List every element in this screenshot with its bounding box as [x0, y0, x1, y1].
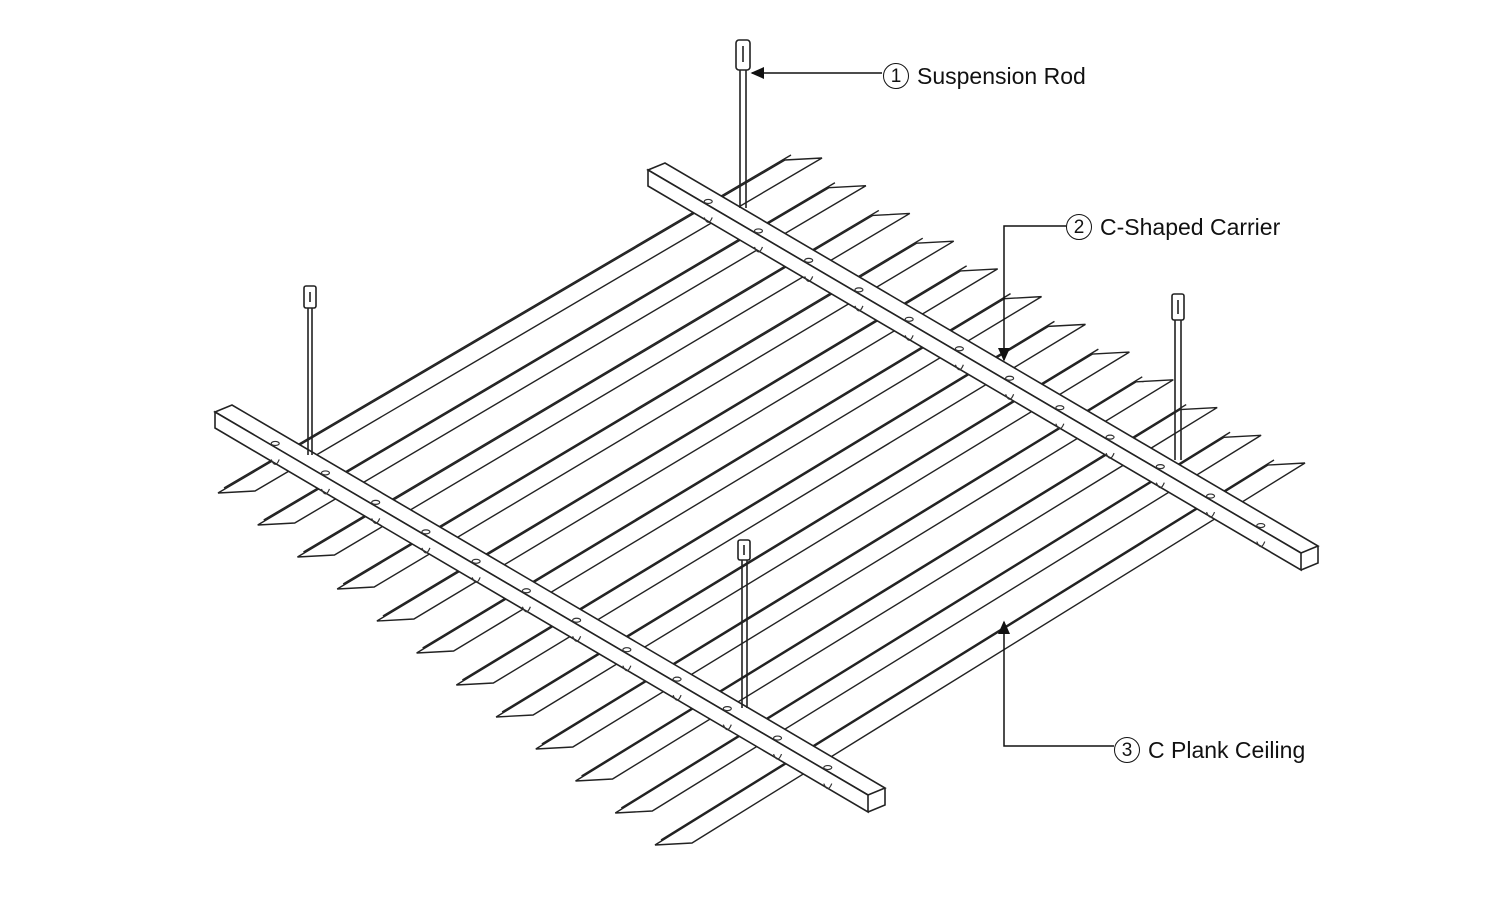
callout-suspension-rod: 1 Suspension Rod [883, 61, 1086, 89]
plank-strip [217, 157, 823, 494]
carrier-clip [672, 694, 682, 701]
carrier-clip [1256, 541, 1266, 548]
carrier-slot [1105, 434, 1115, 440]
callout-number-1: 1 [883, 62, 909, 89]
carrier-slot [854, 287, 864, 293]
carrier-clip [421, 547, 431, 554]
carrier-slot [722, 706, 732, 712]
carrier-slot [1055, 405, 1065, 411]
plank-groove [303, 209, 880, 553]
carrier-clip [753, 246, 764, 253]
carrier-slot [320, 470, 331, 476]
carrier-slot [371, 499, 381, 505]
carrier-clip [1155, 482, 1165, 489]
carrier-slot [1155, 464, 1165, 470]
carrier-clip [703, 217, 713, 224]
plank-strip [416, 295, 1042, 654]
suspension-rod-3 [1171, 293, 1185, 460]
leader-line-3 [998, 620, 1114, 747]
callout-c-plank-ceiling: 3 C Plank Ceiling [1114, 735, 1305, 763]
carrier-clip [954, 364, 964, 371]
carrier-slot [471, 558, 481, 564]
suspension-rod-4 [737, 539, 751, 708]
callout-number-2: 2 [1066, 213, 1092, 240]
carrier-slot [622, 647, 632, 653]
carrier-slot [772, 735, 783, 741]
callout-c-shaped-carrier: 2 C-Shaped Carrier [1066, 212, 1280, 240]
callout-text-1: Suspension Rod [917, 62, 1086, 89]
leader-line-2 [998, 225, 1066, 362]
c-shaped-carrier-left [213, 404, 887, 814]
carrier-clip [622, 665, 632, 672]
carrier-clip [904, 335, 914, 341]
plank-groove [620, 431, 1231, 809]
carrier-slot [1205, 493, 1216, 499]
carrier-clip [722, 724, 732, 731]
callout-text-3: C Plank Ceiling [1148, 736, 1306, 763]
callout-text-2: C-Shaped Carrier [1100, 213, 1281, 240]
carrier-clip [1105, 452, 1115, 459]
plank-groove [541, 376, 1143, 745]
plank-strip [257, 185, 867, 526]
plank-strip [495, 351, 1130, 718]
plank-strip [376, 268, 998, 622]
carrier-clip [320, 488, 331, 495]
carrier-slot [1256, 522, 1266, 529]
carrier-clip [521, 606, 531, 613]
carrier-slot [421, 529, 431, 535]
carrier-slot [521, 588, 531, 594]
plank-groove [660, 459, 1275, 841]
plank-strip [535, 379, 1174, 750]
carrier-clip [1055, 423, 1065, 430]
c-plank-ceiling-panels [217, 154, 1306, 846]
plank-strip [336, 240, 955, 590]
carrier-clip [371, 518, 381, 524]
callout-number-3: 3 [1114, 736, 1140, 763]
suspension-rod-1 [735, 39, 751, 208]
carrier-slot [270, 440, 280, 447]
carrier-slot [753, 228, 764, 234]
c-shaped-carrier-right [646, 162, 1320, 572]
carrier-clip [823, 783, 833, 790]
carrier-clip [854, 305, 864, 312]
carrier-slot [804, 257, 814, 263]
suspension-rod-2 [303, 285, 317, 455]
leader-lines [750, 67, 1114, 747]
carrier-slot [1005, 375, 1015, 381]
plank-strip [614, 434, 1262, 814]
carrier-slot [954, 346, 964, 352]
carrier-clip [1005, 394, 1015, 400]
carrier-clip [772, 753, 783, 760]
plank-groove [581, 403, 1187, 777]
carrier-clip [1205, 511, 1216, 518]
plank-strip [297, 212, 911, 558]
carrier-clip [804, 276, 814, 282]
carrier-slot [672, 676, 682, 682]
carrier-clip [572, 636, 582, 642]
carrier-slot [823, 764, 833, 771]
plank-strip [456, 323, 1086, 686]
carrier-slot [703, 198, 713, 205]
carrier-slot [904, 316, 914, 322]
carrier-clip [270, 459, 280, 466]
carrier-clip-slots [270, 198, 1266, 790]
carrier-slot [572, 617, 582, 623]
plank-strip [575, 406, 1218, 782]
carrier-clip [471, 577, 481, 583]
suspension-rods [303, 39, 1185, 708]
